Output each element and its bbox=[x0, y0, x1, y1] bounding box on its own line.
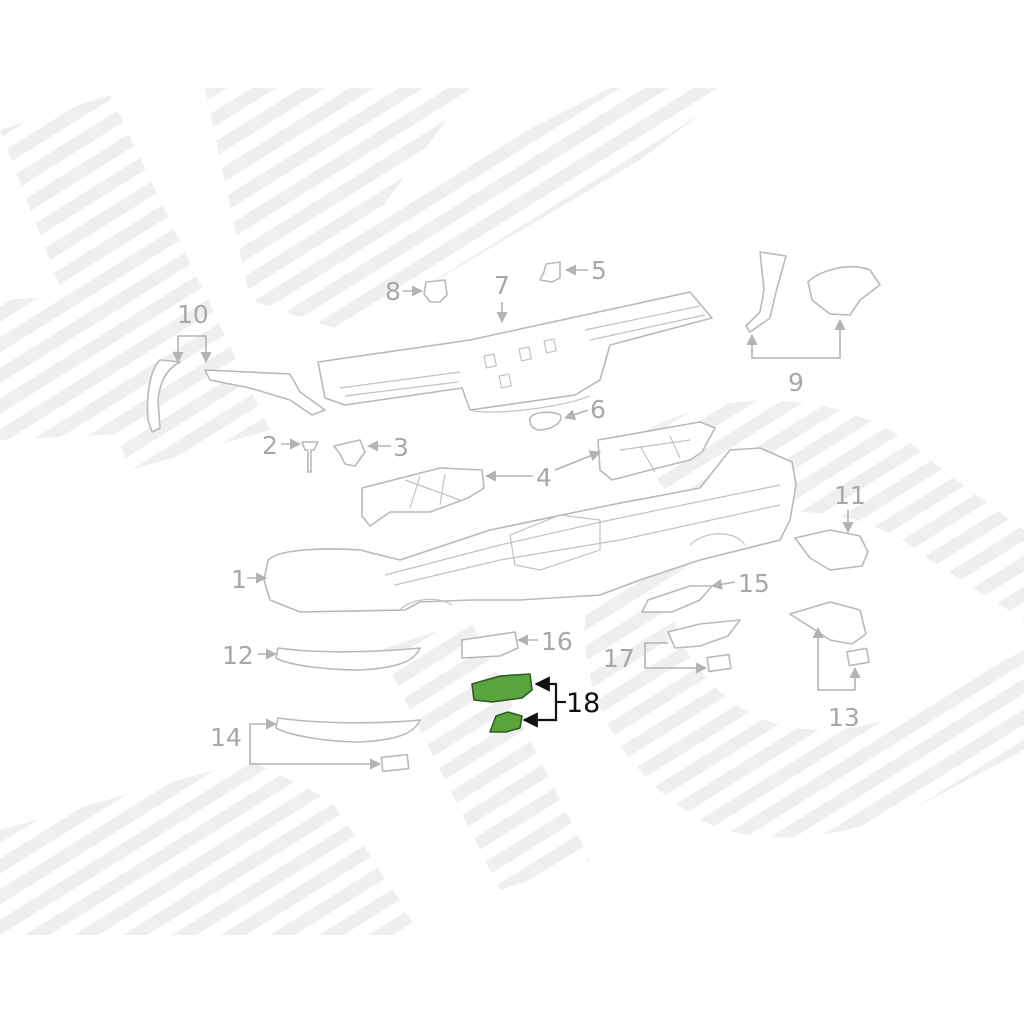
callout-7: 7 bbox=[494, 271, 510, 300]
callout-3: 3 bbox=[393, 433, 409, 462]
part-1-bumper-cover[interactable] bbox=[263, 447, 797, 613]
callout-9: 9 bbox=[788, 368, 804, 397]
watermark bbox=[0, 88, 1024, 935]
part-13-end-bracket[interactable] bbox=[789, 601, 870, 667]
callout-18[interactable]: 18 bbox=[566, 688, 600, 719]
part-11-end-cap[interactable] bbox=[794, 529, 869, 571]
callout-14: 14 bbox=[210, 723, 242, 752]
part-8-clip[interactable] bbox=[423, 279, 448, 303]
callout-labels: 1 2 3 4 5 6 7 8 9 10 11 12 13 14 15 16 1… bbox=[177, 256, 866, 752]
part-5-clip[interactable] bbox=[539, 261, 561, 283]
leader-lines bbox=[172, 264, 861, 770]
leader-18 bbox=[522, 676, 566, 728]
part-10-bracket[interactable] bbox=[146, 359, 326, 433]
callout-8: 8 bbox=[385, 277, 401, 306]
callout-5: 5 bbox=[591, 256, 607, 285]
callout-12: 12 bbox=[222, 641, 254, 670]
part-2-bolt[interactable] bbox=[301, 441, 319, 473]
callout-1: 1 bbox=[231, 565, 247, 594]
part-16-clip-strip[interactable] bbox=[461, 631, 519, 659]
callout-11: 11 bbox=[834, 481, 866, 510]
callout-2: 2 bbox=[262, 431, 278, 460]
callout-13: 13 bbox=[828, 703, 860, 732]
part-6-pad[interactable] bbox=[529, 411, 562, 431]
callout-4: 4 bbox=[536, 463, 552, 492]
callout-17: 17 bbox=[603, 644, 635, 673]
part-4-left-bracket[interactable] bbox=[361, 467, 485, 527]
part-17-bracket[interactable] bbox=[667, 619, 741, 673]
part-9-corner-trim[interactable] bbox=[745, 251, 881, 333]
part-4-right-bracket[interactable] bbox=[597, 421, 716, 481]
part-3-clip[interactable] bbox=[333, 439, 366, 467]
callout-6: 6 bbox=[590, 395, 606, 424]
part-15-bracket[interactable] bbox=[641, 585, 713, 613]
part-12-trim-strip[interactable] bbox=[275, 647, 421, 671]
part-18-highlighted-bracket[interactable] bbox=[471, 673, 533, 733]
callout-16: 16 bbox=[541, 627, 573, 656]
callout-15: 15 bbox=[738, 569, 770, 598]
callout-10: 10 bbox=[177, 300, 209, 329]
part-14-trim-strip[interactable] bbox=[275, 717, 421, 773]
part-7-step-bumper[interactable] bbox=[317, 291, 713, 413]
